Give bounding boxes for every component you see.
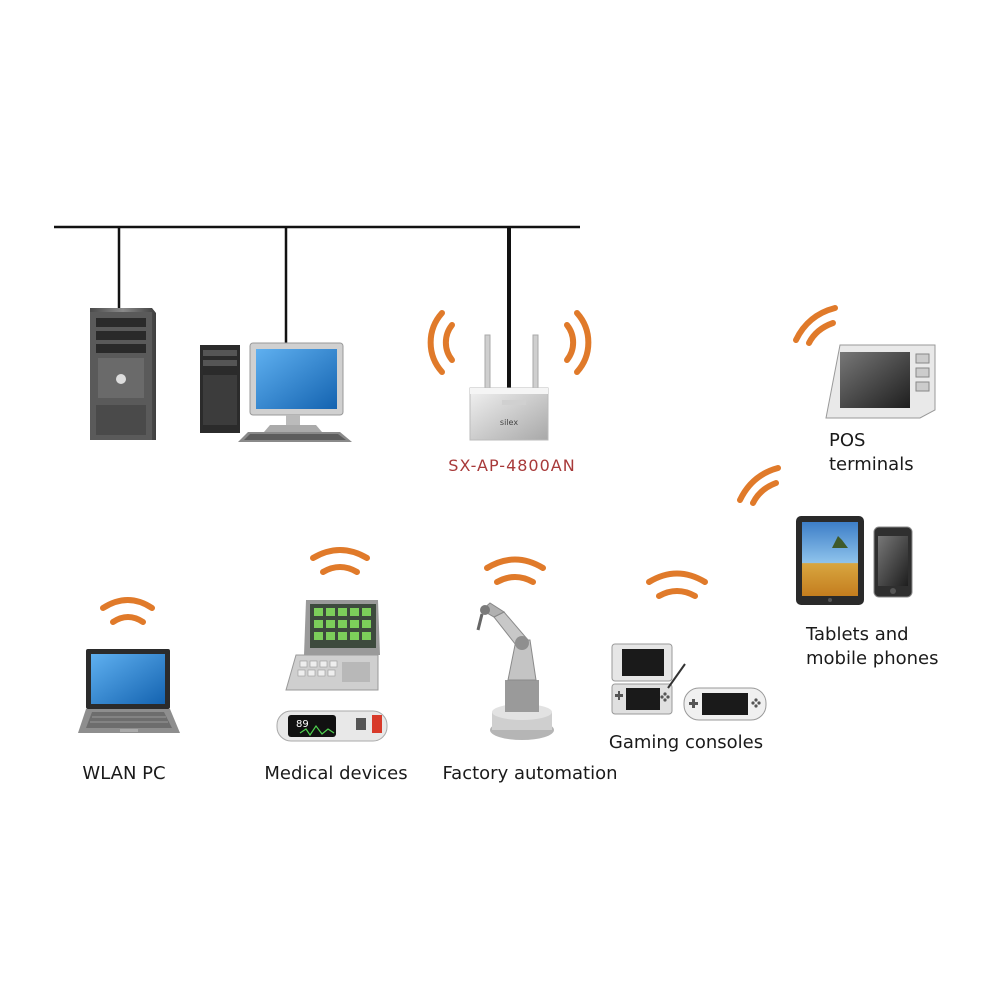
wlan-pc-label: WLAN PC — [82, 763, 166, 784]
desktop-pc-icon — [200, 342, 352, 442]
pos-label: POS terminals — [829, 429, 914, 477]
pos-label-line-2: terminals — [829, 454, 914, 475]
tablets-label-line-1: Tablets and — [806, 624, 909, 645]
wifi-tablets-icon — [737, 465, 781, 506]
access-point-icon — [469, 334, 549, 441]
tablet-phone-icon — [796, 516, 913, 605]
wifi-factory-icon — [484, 556, 546, 585]
game-console-icon — [611, 643, 767, 721]
wifi-medical-icon — [310, 547, 370, 575]
medical-devices-label: Medical devices — [264, 763, 408, 784]
factory-automation-label: Factory automation — [442, 763, 618, 784]
tablets-label: Tablets and mobile phones — [806, 623, 938, 671]
tablets-label-line-2: mobile phones — [806, 648, 939, 669]
gaming-consoles-label: Gaming consoles — [608, 732, 764, 753]
medical-device-icon: 89 — [276, 600, 388, 742]
wifi-wlan-pc-icon — [100, 597, 155, 625]
access-point-label: SX-AP-4800AN — [448, 456, 576, 475]
pos-terminal-icon — [825, 344, 936, 419]
medical-readout: 89 — [296, 719, 309, 730]
ap-logo: silex — [500, 418, 518, 427]
robot-arm-icon — [476, 602, 554, 740]
pos-label-line-1: POS — [829, 430, 866, 451]
ap-wifi-left-icon — [427, 310, 455, 375]
server-tower-icon — [90, 308, 156, 440]
ap-wifi-right-icon — [564, 310, 592, 375]
wifi-gaming-icon — [646, 570, 708, 599]
wifi-pos-icon — [793, 305, 838, 346]
network-bus — [54, 225, 580, 388]
laptop-icon — [78, 649, 180, 733]
